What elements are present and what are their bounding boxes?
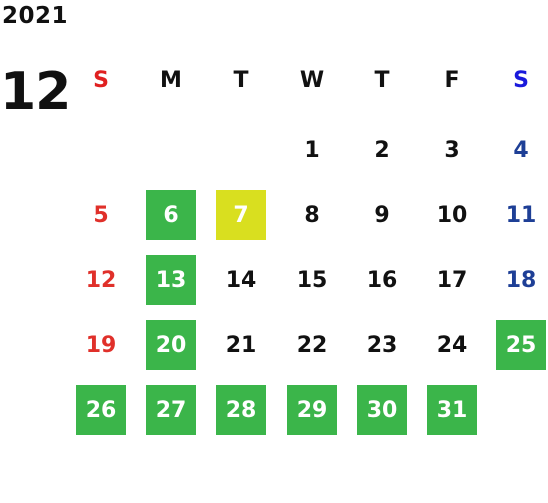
day-cell-23[interactable]: 23 <box>366 332 398 358</box>
day-cell-20[interactable]: 20 <box>146 320 196 370</box>
day-cell-3[interactable]: 3 <box>444 137 460 163</box>
weekday-thu: T <box>374 68 390 93</box>
day-cell-13[interactable]: 13 <box>146 255 196 305</box>
day-cell-4[interactable]: 4 <box>513 137 529 163</box>
day-cell-28[interactable]: 28 <box>216 385 266 435</box>
calendar-month: 12 <box>0 62 71 122</box>
day-cell-16[interactable]: 16 <box>366 267 398 293</box>
day-cell-15[interactable]: 15 <box>296 267 328 293</box>
day-cell-11[interactable]: 11 <box>505 202 537 228</box>
day-cell-6[interactable]: 6 <box>146 190 196 240</box>
day-cell-1[interactable]: 1 <box>304 137 320 163</box>
day-cell-5[interactable]: 5 <box>93 202 109 228</box>
weekday-sat: S <box>513 68 529 93</box>
day-cell-31[interactable]: 31 <box>427 385 477 435</box>
weekday-mon: M <box>160 68 182 93</box>
day-cell-30[interactable]: 30 <box>357 385 407 435</box>
day-cell-10[interactable]: 10 <box>436 202 468 228</box>
weekday-tue: T <box>233 68 249 93</box>
day-cell-17[interactable]: 17 <box>436 267 468 293</box>
day-cell-8[interactable]: 8 <box>304 202 320 228</box>
day-cell-27[interactable]: 27 <box>146 385 196 435</box>
day-cell-25[interactable]: 25 <box>496 320 546 370</box>
day-cell-14[interactable]: 14 <box>225 267 257 293</box>
day-cell-24[interactable]: 24 <box>436 332 468 358</box>
day-cell-22[interactable]: 22 <box>296 332 328 358</box>
day-cell-26[interactable]: 26 <box>76 385 126 435</box>
day-cell-19[interactable]: 19 <box>85 332 117 358</box>
weekday-fri: F <box>444 68 460 93</box>
calendar-year: 2021 <box>2 3 69 29</box>
weekday-sun: S <box>93 68 109 93</box>
weekday-wed: W <box>299 68 325 93</box>
day-cell-2[interactable]: 2 <box>374 137 390 163</box>
day-cell-29[interactable]: 29 <box>287 385 337 435</box>
day-cell-18[interactable]: 18 <box>505 267 537 293</box>
day-cell-9[interactable]: 9 <box>374 202 390 228</box>
day-cell-7[interactable]: 7 <box>216 190 266 240</box>
day-cell-12[interactable]: 12 <box>85 267 117 293</box>
day-cell-21[interactable]: 21 <box>225 332 257 358</box>
